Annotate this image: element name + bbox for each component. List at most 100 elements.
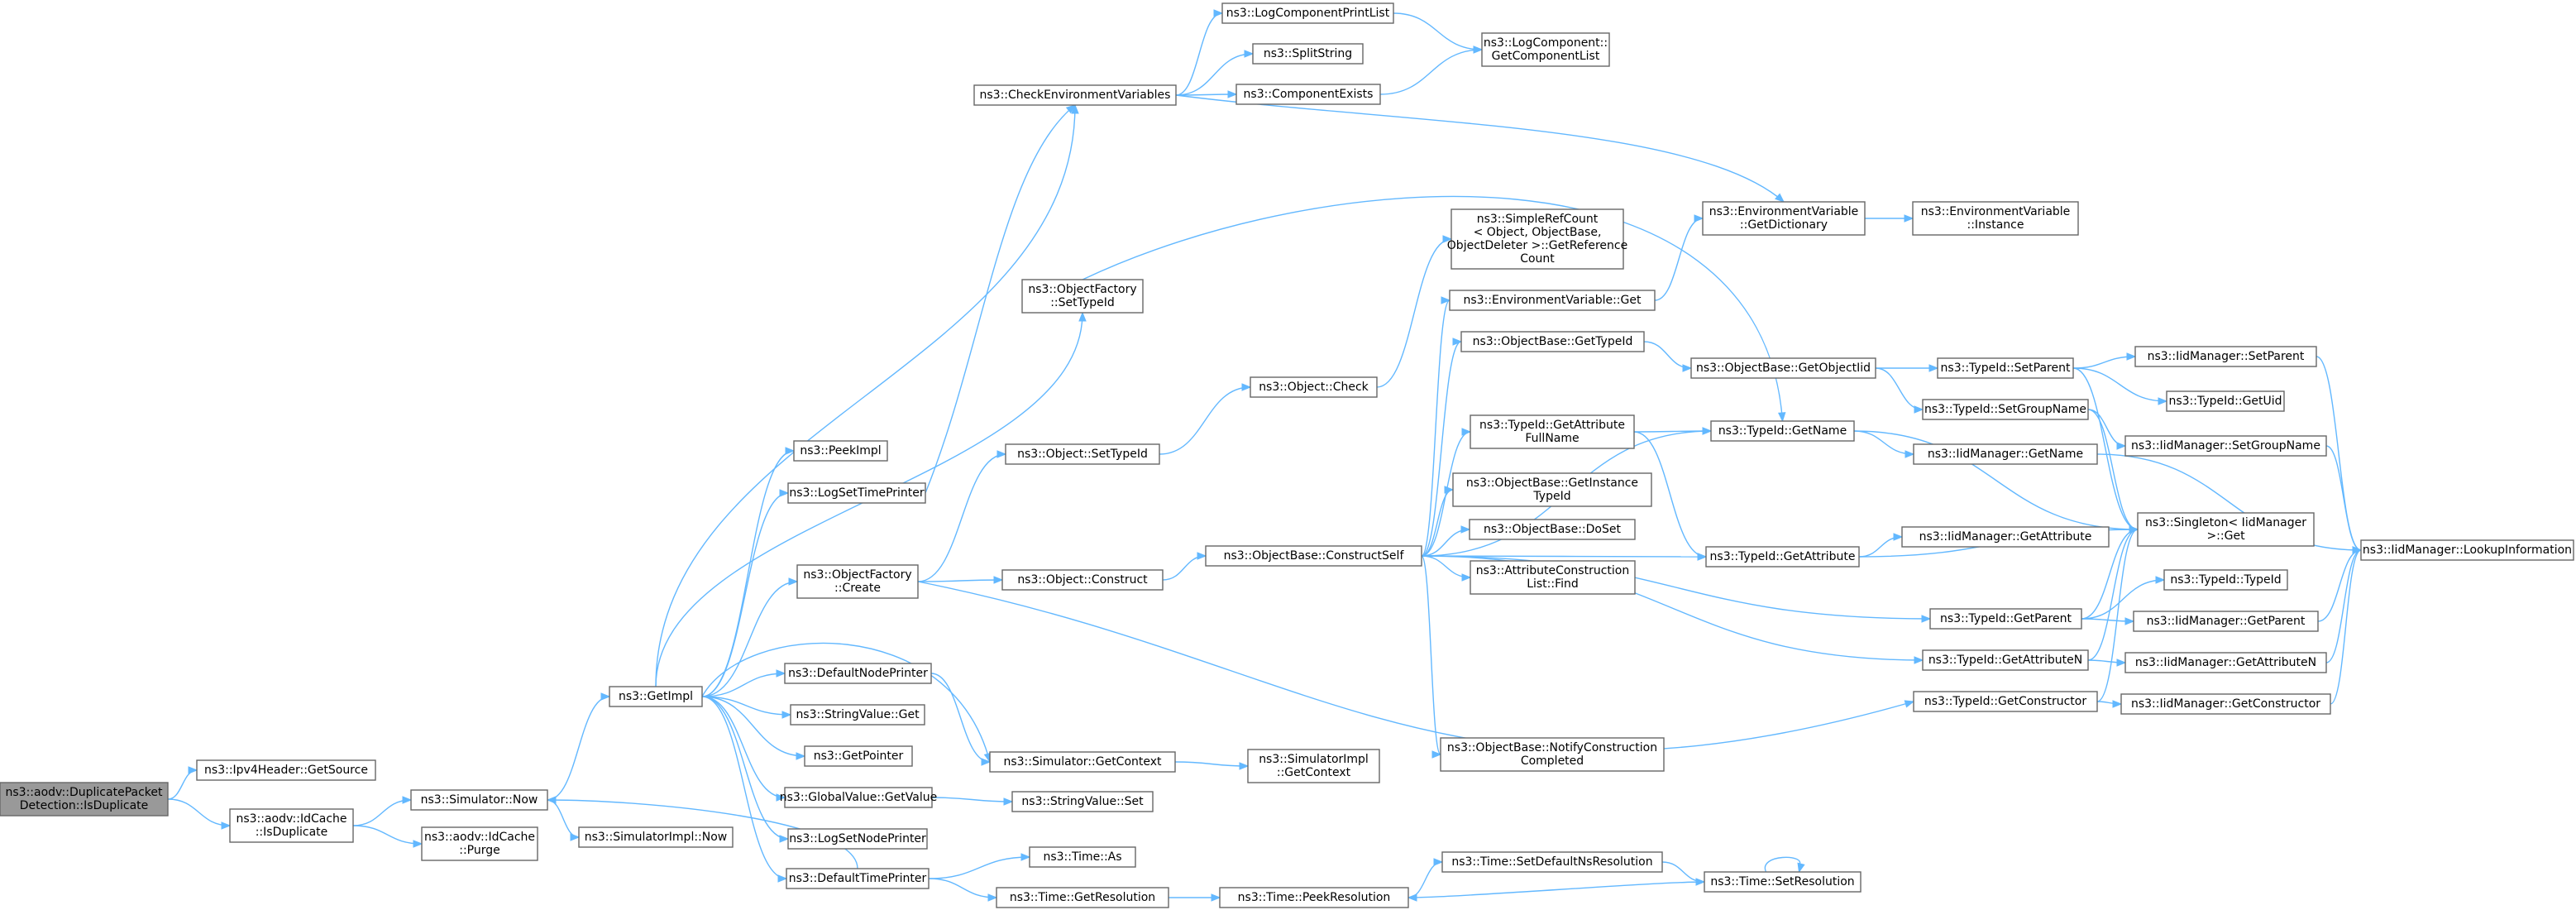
node-objbasenotify[interactable]: ns3::ObjectBase::NotifyConstructionCompl… xyxy=(1440,737,1665,772)
node-iidmgrgetattributen[interactable]: ns3::IidManager::GetAttributeN xyxy=(2124,652,2327,673)
node-defaulttimeprinter[interactable]: ns3::DefaultTimePrinter xyxy=(786,868,930,889)
call-edge-typeidgetattribute-to-iidmgrgetattribute xyxy=(1858,533,1904,558)
node-iidmgrsetgroupname[interactable]: ns3::IidManager::SetGroupName xyxy=(2124,435,2327,457)
node-objbasedoset[interactable]: ns3::ObjectBase::DoSet xyxy=(1469,519,1636,540)
node-singletonget[interactable]: ns3::Singleton< IidManager >::Get xyxy=(2137,512,2315,547)
node-label: ns3::PeekImpl xyxy=(800,444,881,457)
node-label: ns3::GlobalValue::GetValue xyxy=(780,791,937,804)
call-edge-typeidgetconstructor-to-iidmgrgetconstructor xyxy=(2096,700,2123,708)
node-getimpl[interactable]: ns3::GetImpl xyxy=(609,686,703,707)
node-typeidgetname[interactable]: ns3::TypeId::GetName xyxy=(1710,420,1855,442)
call-edge-simgetcontext-to-simimplgetcontext xyxy=(1174,761,1250,770)
node-label: ns3::Object::Check xyxy=(1259,381,1369,394)
node-simnow[interactable]: ns3::Simulator::Now xyxy=(410,789,548,811)
node-typeidgetattributen[interactable]: ns3::TypeId::GetAttributeN xyxy=(1922,649,2089,671)
node-objectcheck[interactable]: ns3::Object::Check xyxy=(1250,376,1378,398)
node-label: >::Get xyxy=(2206,529,2245,543)
node-simimplnow[interactable]: ns3::SimulatorImpl::Now xyxy=(578,826,734,848)
node-typeidsetparent[interactable]: ns3::TypeId::SetParent xyxy=(1937,357,2074,379)
node-getpointer[interactable]: ns3::GetPointer xyxy=(804,745,913,767)
node-typeidsetgroupname[interactable]: ns3::TypeId::SetGroupName xyxy=(1922,399,2089,420)
node-stringvalueget[interactable]: ns3::StringValue::Get xyxy=(790,704,925,726)
node-envvarget[interactable]: ns3::EnvironmentVariable::Get xyxy=(1449,290,1656,311)
node-box xyxy=(609,686,703,707)
node-simplerefcount[interactable]: ns3::SimpleRefCount< Object, ObjectBase,… xyxy=(1447,208,1627,270)
node-box xyxy=(1690,357,1876,379)
node-box xyxy=(1252,43,1364,65)
node-timepeekresolution[interactable]: ns3::Time::PeekResolution xyxy=(1219,887,1409,908)
node-iidmgrgetparent[interactable]: ns3::IidManager::GetParent xyxy=(2133,611,2319,632)
node-iidmgrgetname[interactable]: ns3::IidManager::GetName xyxy=(1913,443,2098,465)
call-edge-logsettimeprinter-to-checkenv xyxy=(925,104,1077,494)
node-defaultnodeprinter[interactable]: ns3::DefaultNodePrinter xyxy=(784,663,932,684)
node-envvargetdict[interactable]: ns3::EnvironmentVariable::GetDictionary xyxy=(1702,201,1866,236)
node-logcompprintlist[interactable]: ns3::LogComponentPrintList xyxy=(1221,2,1394,24)
node-label: ns3::LogComponent:: xyxy=(1484,36,1608,50)
node-checkenv[interactable]: ns3::CheckEnvironmentVariables xyxy=(973,84,1177,106)
node-box xyxy=(2133,611,2319,632)
node-label: ns3::Time::SetResolution xyxy=(1710,875,1854,888)
call-edge-objfactorysettypeid-to-typeidgetname xyxy=(1082,195,1786,423)
node-idcacheisdup[interactable]: ns3::aodv::IdCache::IsDuplicate xyxy=(229,808,354,843)
node-timesetdefaultns[interactable]: ns3::Time::SetDefaultNsResolution xyxy=(1441,851,1663,873)
node-componentexists[interactable]: ns3::ComponentExists xyxy=(1235,84,1381,105)
node-objectsettypeid[interactable]: ns3::Object::SetTypeId xyxy=(1005,443,1160,465)
node-typeidgetuid[interactable]: ns3::TypeId::GetUid xyxy=(2166,390,2285,412)
call-edge-timesetresolution-to-timepeekresolution xyxy=(1407,881,1705,902)
node-timegetresolution[interactable]: ns3::Time::GetResolution xyxy=(996,887,1169,908)
node-typeidgetparent[interactable]: ns3::TypeId::GetParent xyxy=(1929,608,2082,630)
call-edge-timesetresolution-to-timesetresolution xyxy=(1764,856,1805,874)
node-root[interactable]: ns3::aodv::DuplicatePacketDetection::IsD… xyxy=(0,782,169,817)
node-peekimpl[interactable]: ns3::PeekImpl xyxy=(793,440,888,462)
node-iidmgrsetparent[interactable]: ns3::IidManager::SetParent xyxy=(2134,346,2317,367)
node-stringvalueset[interactable]: ns3::StringValue::Set xyxy=(1011,791,1154,812)
node-label: ns3::EnvironmentVariable xyxy=(1709,205,1859,218)
node-objbasegetobjectiid[interactable]: ns3::ObjectBase::GetObjectIid xyxy=(1690,357,1876,379)
node-getcomplist[interactable]: ns3::LogComponent::GetComponentList xyxy=(1481,32,1610,67)
node-box xyxy=(1704,871,1862,893)
node-box xyxy=(1021,279,1144,314)
node-simgetcontext[interactable]: ns3::Simulator::GetContext xyxy=(989,751,1176,773)
call-edge-iidmgrgetconstructor-to-iidmgrlookup xyxy=(2330,546,2363,705)
node-label: ns3::Object::Construct xyxy=(1017,573,1148,587)
node-objfactorysettypeid[interactable]: ns3::ObjectFactory::SetTypeId xyxy=(1021,279,1144,314)
node-objectconstruct[interactable]: ns3::Object::Construct xyxy=(1001,569,1164,591)
call-edge-root-to-ipv4getsource xyxy=(167,766,198,800)
node-ipv4getsource[interactable]: ns3::Ipv4Header::GetSource xyxy=(196,759,376,781)
node-label: Detection::IsDuplicate xyxy=(20,799,149,812)
call-edge-typeidsetparent-to-iidmgrsetparent xyxy=(2072,352,2137,369)
node-timeas[interactable]: ns3::Time::As xyxy=(1029,846,1136,868)
node-box xyxy=(1011,791,1154,812)
node-iidmgrgetconstructor[interactable]: ns3::IidManager::GetConstructor xyxy=(2120,693,2331,715)
call-edge-objbaseconstructself-to-typeidgetattrfullname xyxy=(1421,428,1472,557)
node-iidmgrgetattribute[interactable]: ns3::IidManager::GetAttribute xyxy=(1901,526,2110,548)
node-objfactorycreate[interactable]: ns3::ObjectFactory::Create xyxy=(796,564,919,599)
node-label: ns3::GetImpl xyxy=(619,690,693,703)
node-logsetnodeprinter[interactable]: ns3::LogSetNodePrinter xyxy=(787,828,928,850)
node-timesetresolution[interactable]: ns3::Time::SetResolution xyxy=(1704,871,1862,893)
node-envvarinstance[interactable]: ns3::EnvironmentVariable::Instance xyxy=(1912,201,2079,236)
node-idcachepurge[interactable]: ns3::aodv::IdCache::Purge xyxy=(421,826,538,861)
call-edge-simnow-to-simimplnow xyxy=(547,799,581,841)
node-objbasegettypeid[interactable]: ns3::ObjectBase::GetTypeId xyxy=(1460,331,1645,352)
node-typeidgetconstructor[interactable]: ns3::TypeId::GetConstructor xyxy=(1913,691,2098,712)
node-box xyxy=(2360,539,2574,561)
node-globalvaluegetvalue[interactable]: ns3::GlobalValue::GetValue xyxy=(780,787,937,808)
node-typeidgetattribute[interactable]: ns3::TypeId::GetAttribute xyxy=(1705,546,1860,568)
node-label: GetComponentList xyxy=(1492,50,1600,63)
call-edge-getimpl-to-objfactorycreate xyxy=(701,577,799,697)
node-typeidtypeid[interactable]: ns3::TypeId::TypeId xyxy=(2163,569,2288,591)
node-simimplgetcontext[interactable]: ns3::SimulatorImpl::GetContext xyxy=(1247,749,1380,783)
node-label: ns3::ObjectFactory xyxy=(1028,283,1136,296)
node-objbaseconstructself[interactable]: ns3::ObjectBase::ConstructSelf xyxy=(1205,545,1422,567)
node-box xyxy=(1922,399,2089,420)
node-box xyxy=(1481,32,1610,67)
call-edge-iidmgrsetgroupname-to-iidmgrlookup xyxy=(2325,445,2363,554)
node-label: ns3::TypeId::GetAttributeN xyxy=(1928,654,2082,667)
node-iidmgrlookup[interactable]: ns3::IidManager::LookupInformation xyxy=(2360,539,2574,561)
node-logsettimeprinter[interactable]: ns3::LogSetTimePrinter xyxy=(787,482,926,504)
node-splitstring[interactable]: ns3::SplitString xyxy=(1252,43,1364,65)
